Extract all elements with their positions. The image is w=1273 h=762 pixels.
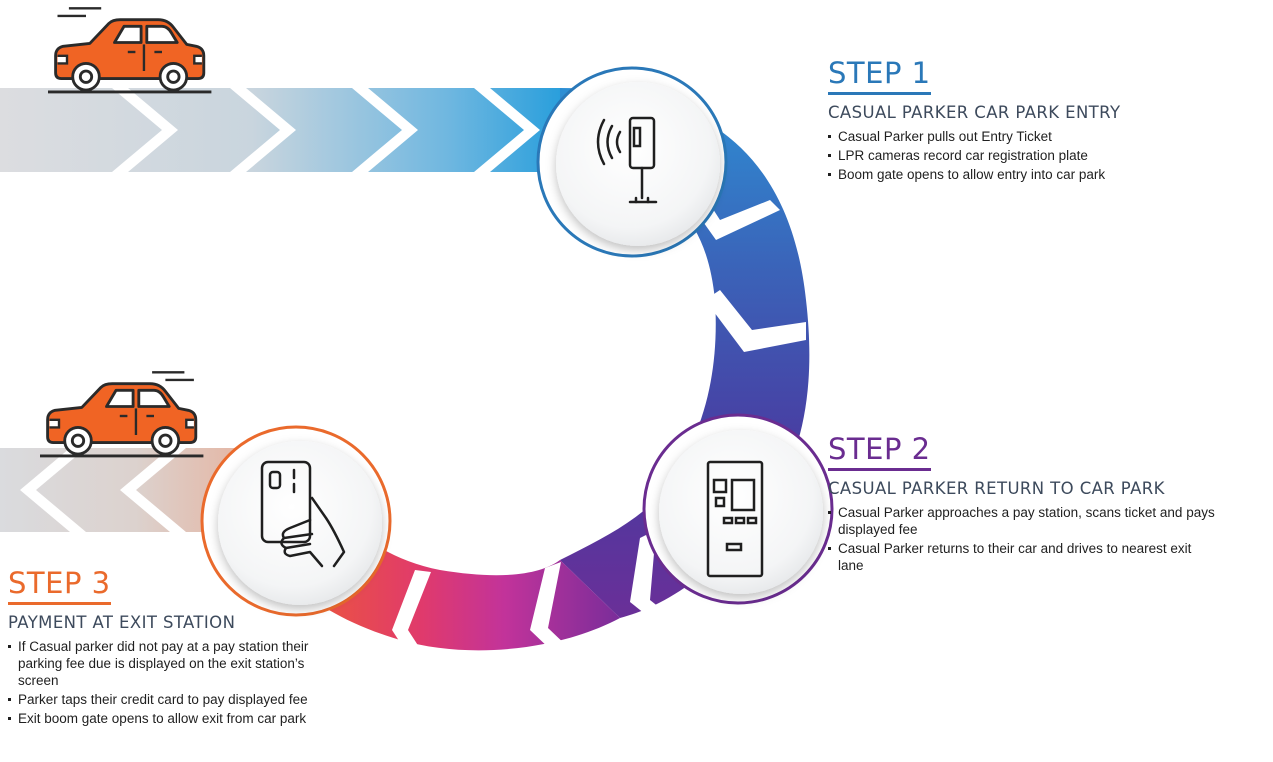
step3-circle <box>200 425 392 617</box>
list-item: Casual Parker returns to their car and d… <box>828 540 1218 574</box>
list-item: Exit boom gate opens to allow exit from … <box>8 710 368 727</box>
step3-block: STEP 3 PAYMENT AT EXIT STATION If Casual… <box>8 566 368 729</box>
list-item: Casual Parker pulls out Entry Ticket <box>828 128 1120 145</box>
step2-bullets: Casual Parker approaches a pay station, … <box>828 504 1268 574</box>
step1-circle <box>536 66 728 258</box>
step2-subtitle: CASUAL PARKER RETURN TO CAR PARK <box>828 479 1165 498</box>
list-item: Parker taps their credit card to pay dis… <box>8 691 368 708</box>
entry-chevrons <box>0 88 560 172</box>
step1-bullets: Casual Parker pulls out Entry Ticket LPR… <box>828 128 1120 183</box>
step3-subtitle: PAYMENT AT EXIT STATION <box>8 613 236 632</box>
list-item: If Casual parker did not pay at a pay st… <box>8 638 338 689</box>
step2-block: STEP 2 CASUAL PARKER RETURN TO CAR PARK … <box>828 432 1268 576</box>
pay-station-icon <box>706 460 764 578</box>
card-tap-icon <box>260 460 346 568</box>
step3-title: STEP 3 <box>8 566 111 605</box>
step2-title: STEP 2 <box>828 432 931 471</box>
step1-title: STEP 1 <box>828 56 931 95</box>
ticket-reader-icon <box>596 116 658 204</box>
list-item: LPR cameras record car registration plat… <box>828 147 1120 164</box>
list-item: Casual Parker approaches a pay station, … <box>828 504 1258 538</box>
car-icon <box>38 371 205 458</box>
step1-subtitle: CASUAL PARKER CAR PARK ENTRY <box>828 103 1121 122</box>
step3-bullets: If Casual parker did not pay at a pay st… <box>8 638 368 727</box>
step2-circle <box>642 413 834 605</box>
step1-block: STEP 1 CASUAL PARKER CAR PARK ENTRY Casu… <box>828 56 1120 185</box>
car-icon <box>46 7 213 94</box>
list-item: Boom gate opens to allow entry into car … <box>828 166 1120 183</box>
